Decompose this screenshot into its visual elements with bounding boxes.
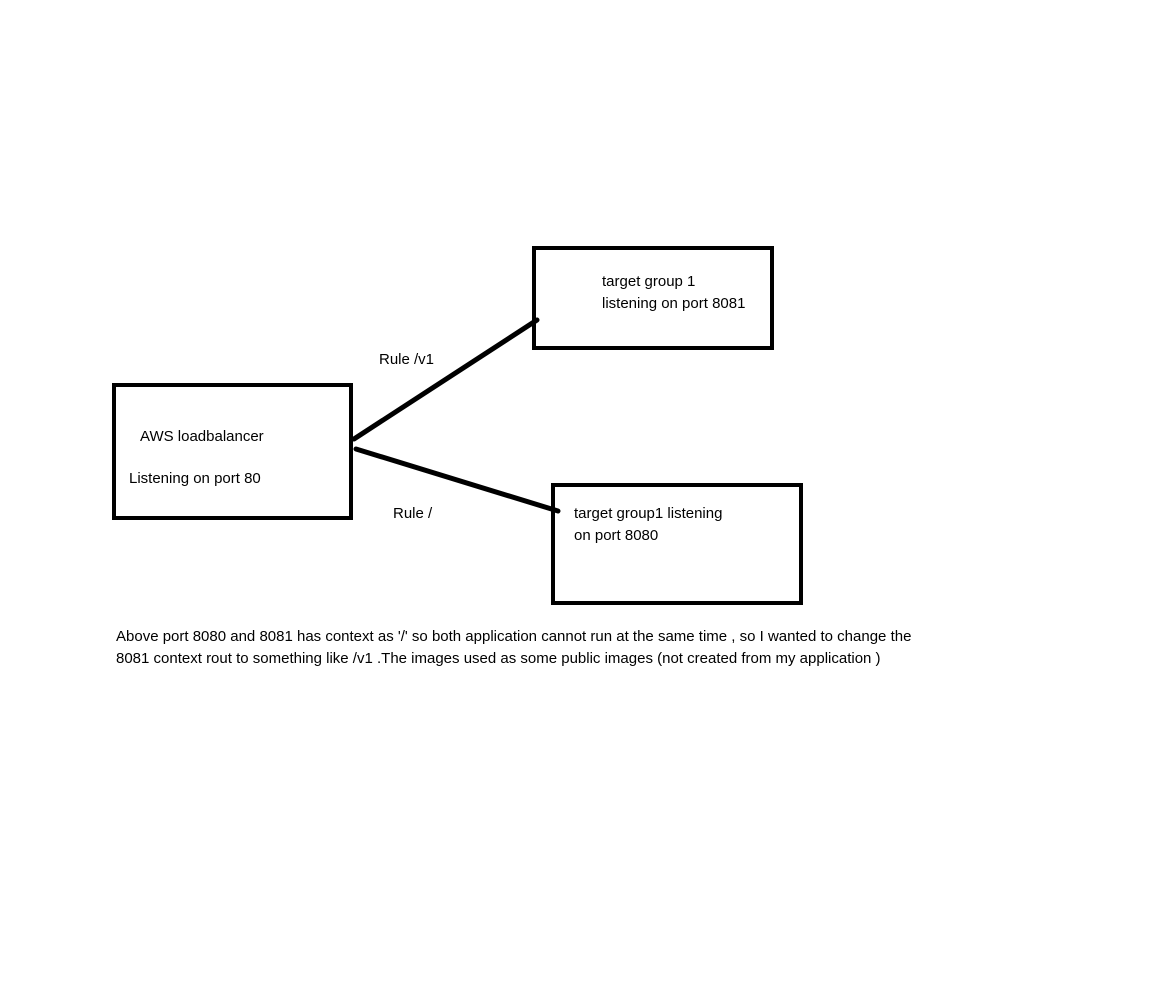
- load-balancer-port: Listening on port 80: [129, 470, 261, 487]
- target-group-top-line2: listening on port 8081: [602, 295, 746, 312]
- rule-root-label: Rule /: [393, 505, 433, 522]
- explanation-note: Above port 8080 and 8081 has context as …: [116, 626, 911, 670]
- target-group-top-line1: target group 1: [602, 273, 696, 290]
- target-group-bottom-line1: target group1 listening: [574, 505, 723, 522]
- explanation-note-line2: 8081 context rout to something like /v1 …: [116, 650, 881, 667]
- explanation-note-line1: Above port 8080 and 8081 has context as …: [116, 628, 912, 645]
- target-group-bottom-box: [551, 483, 803, 605]
- target-group-top-box: [532, 246, 774, 350]
- load-balancer-box: [112, 383, 353, 520]
- rule-v1-label: Rule /v1: [379, 351, 435, 368]
- connector-rule-root: [353, 446, 561, 514]
- load-balancer-name: AWS loadbalancer: [140, 428, 264, 445]
- target-group-bottom-line2: on port 8080: [574, 527, 659, 544]
- connector-rule-v1: [351, 317, 540, 442]
